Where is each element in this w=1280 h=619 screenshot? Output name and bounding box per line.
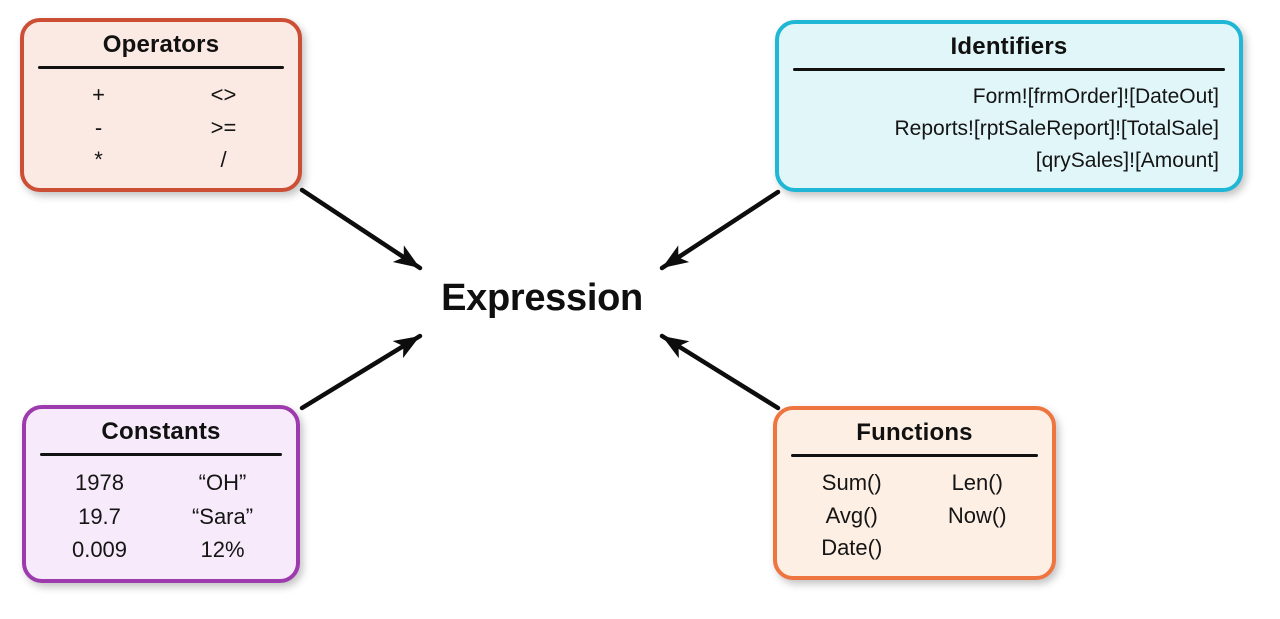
constant-item: 0.009	[71, 537, 128, 563]
operators-title-divider	[38, 66, 284, 69]
identifiers-box: Identifiers Form![frmOrder]![DateOut] Re…	[775, 20, 1243, 192]
arrow-identifiers-to-expression	[659, 189, 781, 271]
function-item: Sum()	[821, 469, 882, 495]
function-item: Now()	[947, 502, 1007, 528]
function-item: Avg()	[825, 502, 878, 528]
function-item: Len()	[951, 469, 1003, 495]
constants-title-divider	[40, 453, 282, 456]
arrow-constants-to-expression	[299, 333, 423, 411]
operators-items: + <> - >= * /	[24, 73, 298, 188]
operator-item: >=	[210, 114, 237, 140]
function-item: Date()	[821, 535, 883, 561]
expression-label: Expression	[441, 277, 643, 319]
identifier-item: Reports![rptSaleReport]![TotalSale]	[894, 117, 1220, 140]
functions-items: Sum() Len() Avg() Now() Date()	[777, 461, 1052, 576]
constants-box: Constants 1978 “OH” 19.7 “Sara” 0.009 12…	[22, 405, 300, 583]
operator-item: <>	[210, 81, 237, 107]
constant-item: 1978	[75, 469, 124, 495]
operator-item: -	[94, 114, 103, 140]
constant-item: “Sara”	[191, 503, 254, 529]
operator-item: /	[220, 147, 227, 173]
functions-title: Functions	[856, 419, 973, 446]
functions-box: Functions Sum() Len() Avg() Now() Date()	[773, 406, 1056, 580]
identifiers-title: Identifiers	[950, 33, 1068, 60]
constants-items: 1978 “OH” 19.7 “Sara” 0.009 12%	[26, 460, 296, 579]
identifier-item: Form![frmOrder]![DateOut]	[972, 85, 1219, 108]
operators-title: Operators	[102, 31, 220, 58]
constant-item: 19.7	[78, 503, 121, 529]
arrow-operators-to-expression	[299, 187, 423, 271]
operator-item: *	[94, 147, 103, 173]
identifier-item: [qrySales]![Amount]	[1035, 149, 1219, 172]
operator-item: +	[92, 81, 105, 107]
constant-item: 12%	[200, 537, 245, 563]
operators-box: Operators + <> - >= * /	[20, 18, 302, 192]
function-item	[915, 533, 1041, 563]
arrow-functions-to-expression	[659, 333, 781, 411]
functions-title-divider	[791, 454, 1038, 457]
identifiers-title-divider	[793, 68, 1225, 71]
identifiers-items: Form![frmOrder]![DateOut] Reports![rptSa…	[779, 75, 1239, 188]
constants-title: Constants	[101, 418, 221, 445]
constant-item: “OH”	[198, 469, 247, 495]
